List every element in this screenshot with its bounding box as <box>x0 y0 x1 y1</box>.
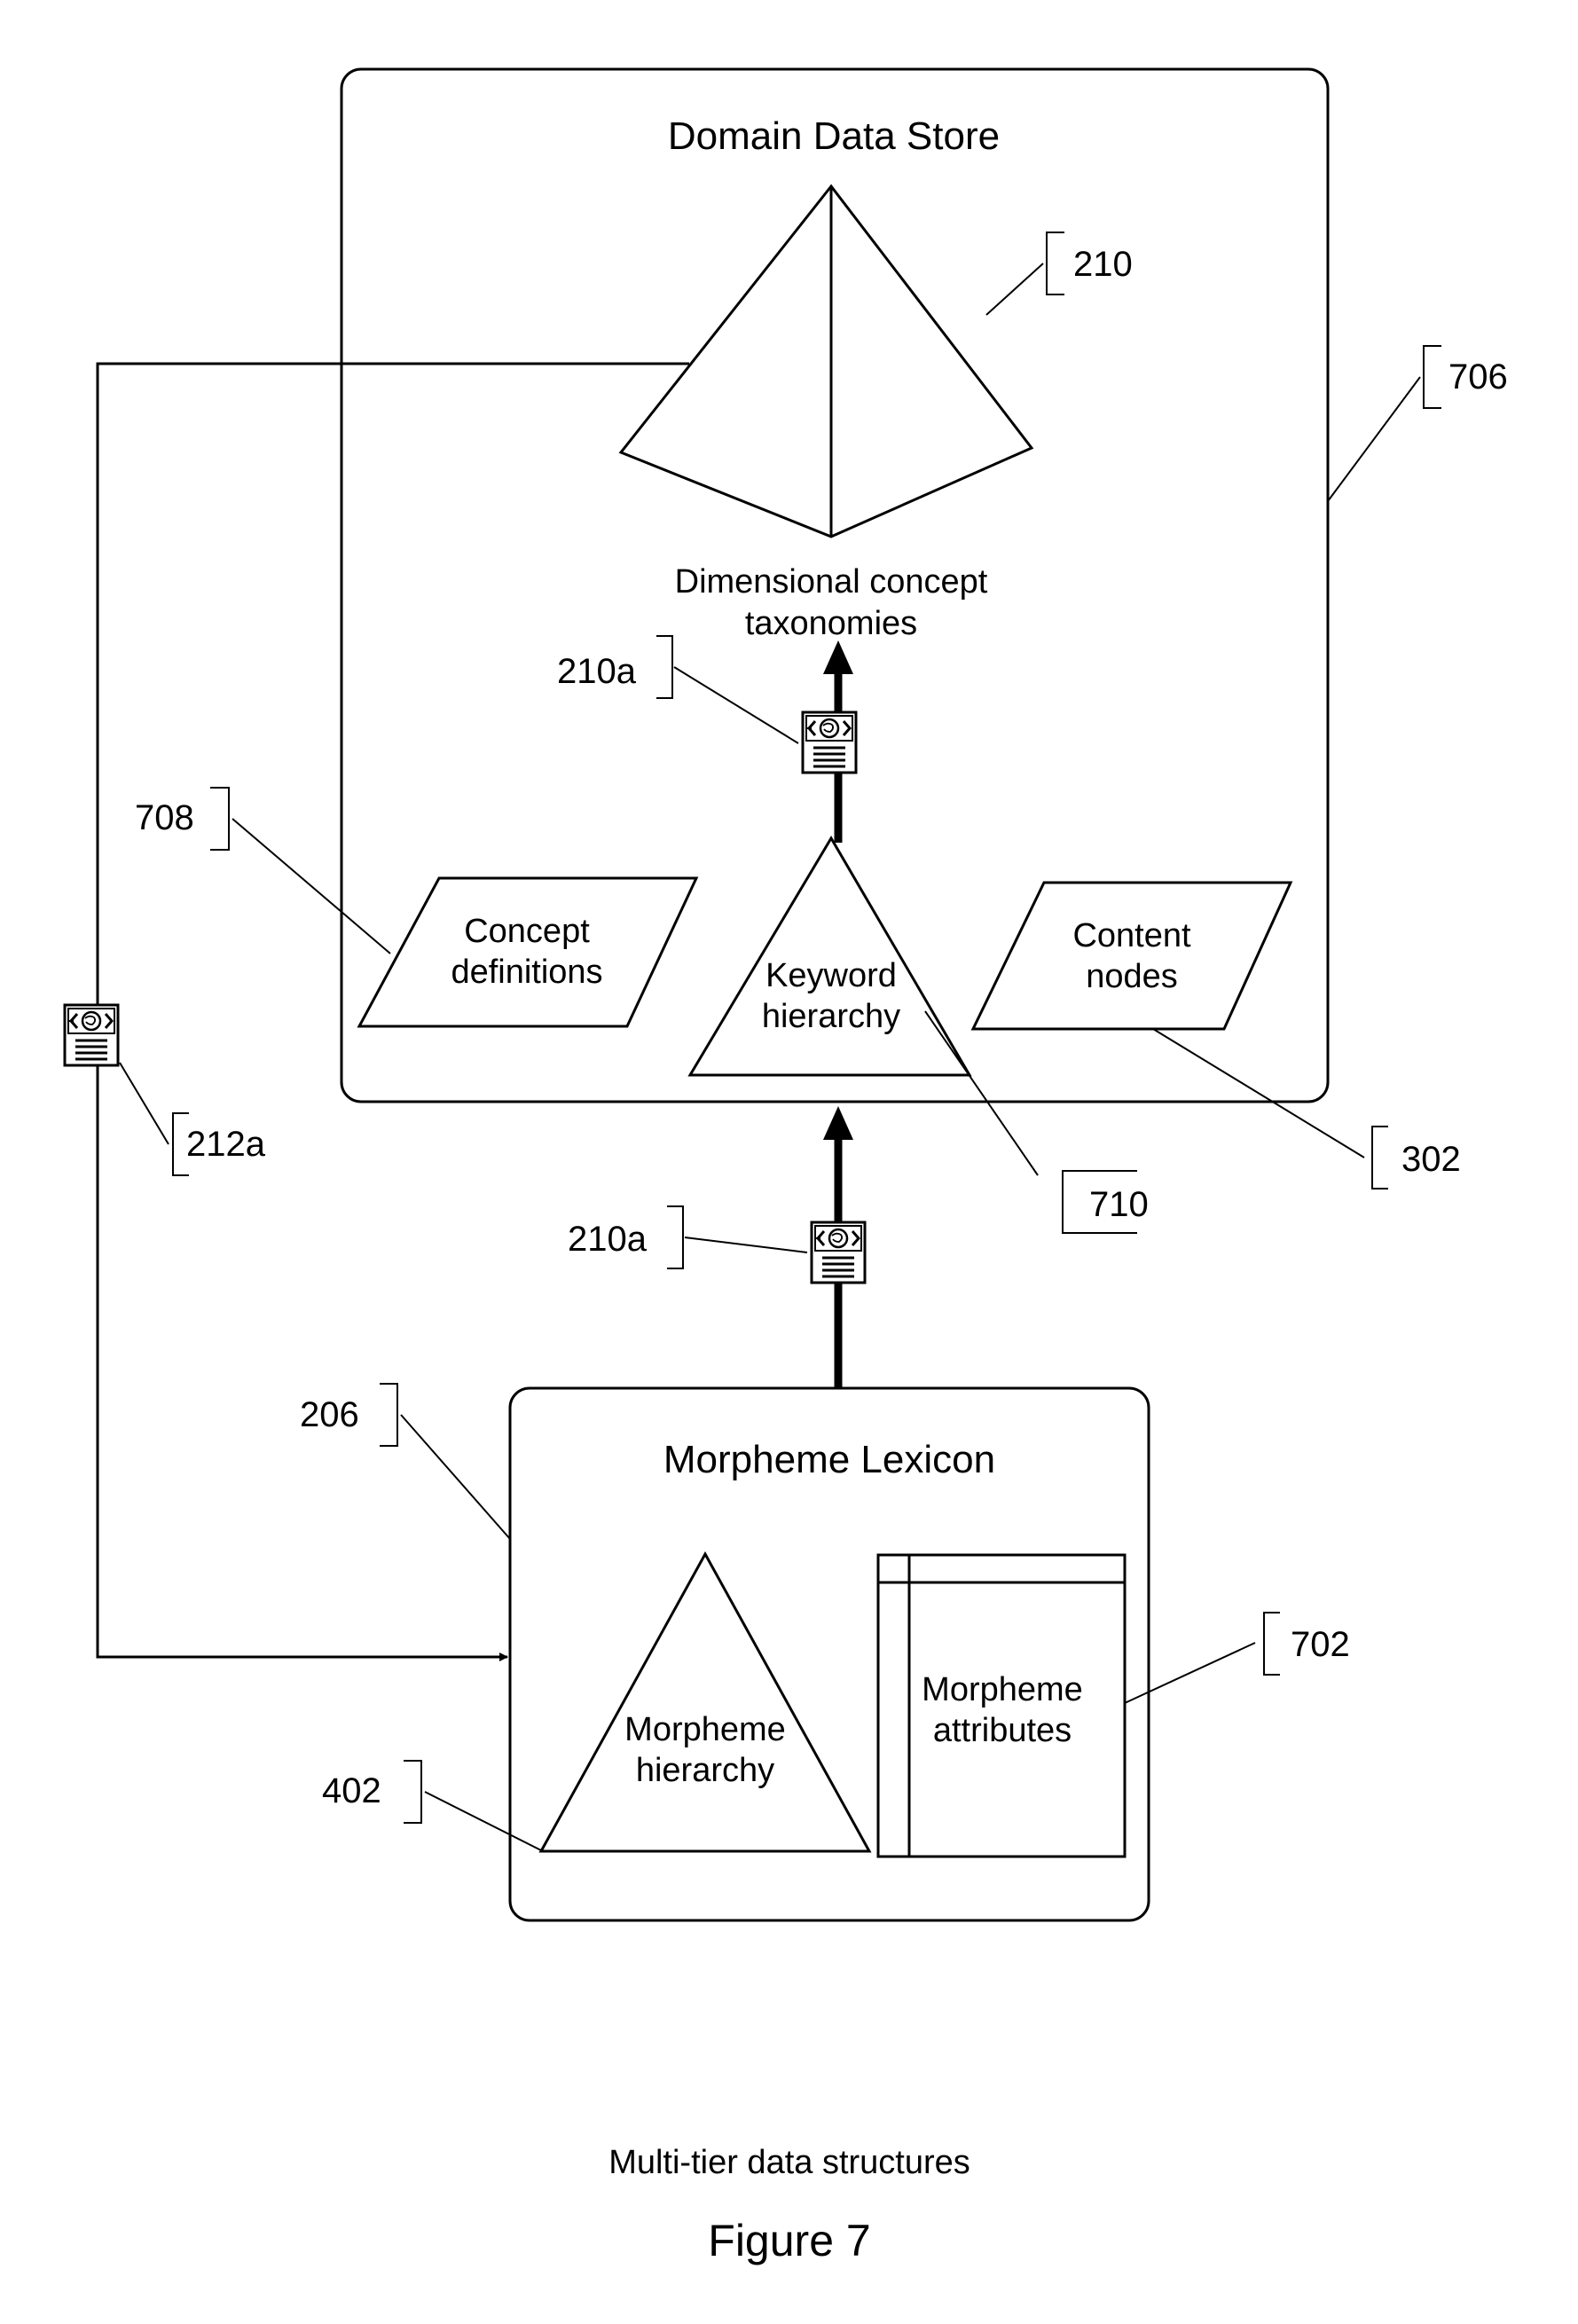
ref-212a: 212a <box>120 1063 266 1175</box>
svg-text:302: 302 <box>1401 1140 1461 1179</box>
svg-text:402: 402 <box>322 1771 381 1810</box>
morpheme-lexicon-title: Morpheme Lexicon <box>663 1438 995 1481</box>
svg-text:212a: 212a <box>186 1125 266 1164</box>
ref-708: 708 <box>135 788 390 954</box>
svg-text:nodes: nodes <box>1086 958 1178 995</box>
ref-210: 210 <box>986 232 1133 315</box>
ref-210a-top: 210a <box>557 636 798 743</box>
xml-document-icon <box>803 712 856 773</box>
domain-data-store-title: Domain Data Store <box>668 114 1000 158</box>
figure-subtitle: Multi-tier data structures <box>608 2144 970 2181</box>
keyword-hierarchy-shape: Keyword hierarchy <box>690 838 970 1075</box>
ref-206: 206 <box>300 1384 510 1539</box>
xml-document-icon <box>65 1005 118 1065</box>
svg-text:210: 210 <box>1073 245 1133 284</box>
svg-text:702: 702 <box>1291 1625 1350 1664</box>
morpheme-hierarchy-shape: Morpheme hierarchy <box>541 1554 869 1851</box>
svg-text:210a: 210a <box>557 652 637 691</box>
ref-702: 702 <box>1125 1613 1350 1703</box>
svg-text:attributes: attributes <box>933 1712 1072 1749</box>
svg-text:Morpheme: Morpheme <box>922 1671 1083 1708</box>
arrow-lexicon-to-store <box>812 1106 865 1388</box>
svg-text:210a: 210a <box>568 1220 648 1259</box>
concept-definitions-shape: Concept definitions <box>359 878 696 1026</box>
taxonomy-pyramid <box>621 186 1032 537</box>
svg-text:definitions: definitions <box>451 954 602 991</box>
ref-210a-mid: 210a <box>568 1206 807 1268</box>
svg-text:Content: Content <box>1072 917 1191 954</box>
svg-text:710: 710 <box>1089 1185 1149 1224</box>
svg-text:206: 206 <box>300 1395 359 1434</box>
ref-706: 706 <box>1328 346 1508 501</box>
ref-710: 710 <box>925 1011 1149 1233</box>
arrow-keyword-to-taxonomy <box>803 640 856 843</box>
taxonomy-label-line1: Dimensional concept <box>675 563 988 601</box>
morpheme-attributes-table: Morpheme attributes <box>878 1555 1125 1857</box>
xml-document-icon <box>812 1222 865 1283</box>
svg-text:706: 706 <box>1448 357 1508 396</box>
svg-text:hierarchy: hierarchy <box>762 998 900 1035</box>
svg-text:hierarchy: hierarchy <box>636 1752 774 1789</box>
taxonomy-label-line2: taxonomies <box>745 605 917 642</box>
svg-text:Morpheme: Morpheme <box>624 1711 786 1748</box>
svg-text:Concept: Concept <box>464 913 590 950</box>
svg-text:708: 708 <box>135 798 194 837</box>
svg-text:Keyword: Keyword <box>765 957 897 994</box>
figure-label: Figure 7 <box>708 2216 870 2265</box>
content-nodes-shape: Content nodes <box>973 883 1291 1029</box>
ref-302: 302 <box>1153 1029 1461 1189</box>
